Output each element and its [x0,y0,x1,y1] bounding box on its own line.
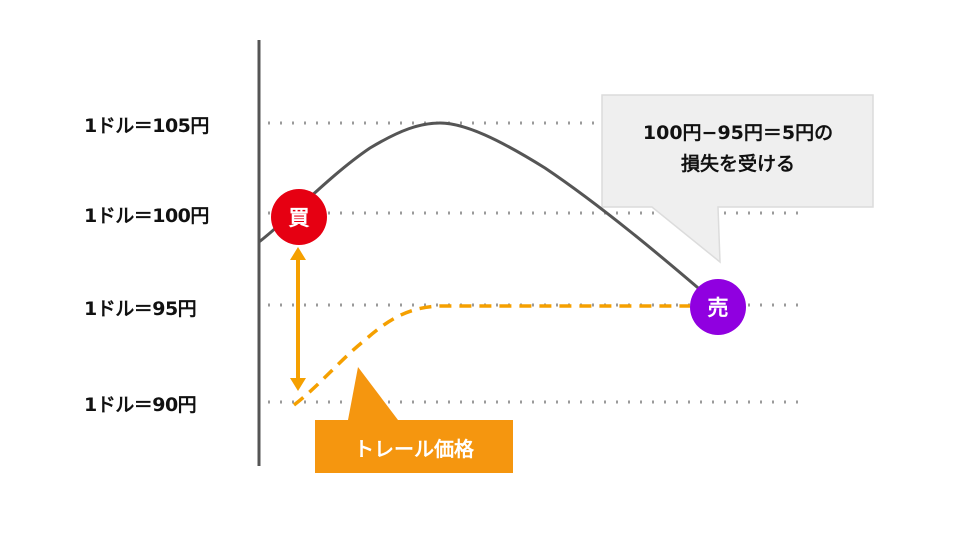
y-label-90: 1ドル＝90円 [84,394,197,416]
buy-label: 買 [288,206,310,230]
trail-label-box [315,367,513,473]
y-label-105: 1ドル＝105円 [84,115,209,137]
sell-marker: 売 [690,279,746,335]
callout-bubble [601,94,874,264]
sell-label: 売 [707,296,729,320]
buy-marker: 買 [271,189,327,245]
gridlines [268,121,800,404]
y-label-95: 1ドル＝95円 [84,298,197,320]
callout-line-1: 100円−95円＝5円の [642,122,834,144]
loss-range-arrow [290,247,306,391]
trail-price-line [292,304,690,407]
callout-line-2: 損失を受ける [680,153,795,175]
price-line [258,121,719,307]
callout-text: 100円−95円＝5円の 損失を受ける [604,118,872,180]
trail-label: トレール価格 [354,436,474,461]
y-label-100: 1ドル＝100円 [84,205,209,227]
